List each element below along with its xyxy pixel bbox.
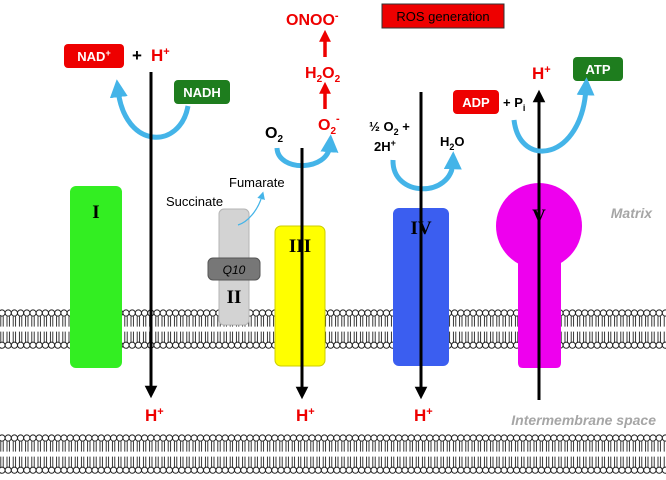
atp-label: ATP — [585, 62, 610, 77]
complex-iv-proton-out-label: H — [414, 406, 426, 425]
complex-v-proton-label: H — [532, 64, 544, 83]
complex-iv-reaction: ½ O2 + 2H+ H2O H+ — [369, 92, 465, 425]
phosphate-subscript: i — [523, 103, 526, 113]
water-subscript: 2 — [449, 142, 454, 152]
svg-text:O2-: O2- — [318, 113, 340, 137]
svg-text:H2O: H2O — [440, 134, 465, 152]
ros-generation-badge: ROS generation — [381, 3, 505, 29]
nad-plus-badge: NAD+ — [64, 44, 124, 68]
water-h: H — [440, 134, 449, 149]
two-protons-label: 2H — [374, 139, 391, 154]
h2o2-h: H — [305, 65, 317, 82]
svg-text:H+: H+ — [296, 406, 315, 425]
matrix-label: Matrix — [611, 205, 653, 221]
peroxynitrite-label: ONOO — [286, 12, 335, 29]
nadh-badge: NADH — [174, 80, 230, 104]
oxygen-label: O — [265, 125, 277, 142]
half-oxygen-prefix: ½ O — [369, 119, 394, 134]
nad-charge: + — [105, 48, 110, 58]
complex-i-curved-arrow — [109, 79, 191, 140]
complex-i-proton-label: H — [151, 46, 163, 65]
complex-iii: III — [274, 225, 326, 367]
complex-i-label: I — [92, 202, 99, 223]
half-oxygen-subscript: 2 — [394, 127, 399, 137]
water-o: O — [454, 134, 464, 149]
peroxynitrite-charge: - — [335, 10, 339, 22]
svg-text:2H+: 2H+ — [374, 138, 396, 154]
svg-text:+: + — [132, 46, 142, 65]
complex-iv-curved-arrow — [390, 151, 462, 192]
outer-membrane — [0, 434, 666, 474]
svg-text:H+: H+ — [532, 64, 551, 83]
complex-iii-reaction: O2 H+ O2- H2O2 ONOO- — [265, 10, 341, 425]
complex-iii-protein — [274, 225, 326, 367]
superoxide-charge: - — [336, 113, 340, 125]
complex-i: I — [70, 186, 122, 368]
phosphate-prefix: + P — [503, 95, 523, 110]
complex-i-plus-sign: + — [132, 46, 142, 65]
svg-text:H+: H+ — [151, 46, 170, 65]
complex-i-proton-out-charge: + — [157, 406, 163, 418]
complex-iii-proton-out-charge: + — [308, 406, 314, 418]
svg-text:H+: H+ — [414, 406, 433, 425]
svg-text:NAD+: NAD+ — [77, 48, 110, 64]
h2o2-o: O — [322, 65, 334, 82]
svg-text:H2O2: H2O2 — [305, 65, 341, 85]
complex-i-proton-out-label: H — [145, 406, 157, 425]
complex-ii-curved-arrow — [237, 191, 265, 226]
complex-i-proton-charge: + — [163, 46, 169, 58]
complex-v-reaction: H+ ADP + Pi ATP — [453, 57, 623, 400]
adp-label: ADP — [462, 95, 490, 110]
complex-iv-proton-out-charge: + — [426, 406, 432, 418]
complex-ii: Q10 II Succinate Fumarate — [166, 175, 285, 326]
complex-ii-label: II — [227, 287, 242, 308]
half-oxygen-suffix: + — [399, 119, 411, 134]
q10-label: Q10 — [223, 263, 246, 277]
h2o2-sub2: 2 — [335, 74, 341, 85]
svg-text:O2: O2 — [265, 125, 283, 145]
complex-v-proton-charge: + — [544, 64, 550, 76]
succinate-label: Succinate — [166, 194, 223, 209]
oxygen-subscript: 2 — [277, 134, 283, 145]
fumarate-label: Fumarate — [229, 175, 285, 190]
complex-i-reaction: NAD+ + H+ NADH H+ — [64, 44, 230, 425]
superoxide-label: O — [318, 117, 330, 134]
complex-iii-proton-out-label: H — [296, 406, 308, 425]
two-protons-charge: + — [391, 138, 396, 148]
complex-iii-label: III — [289, 236, 311, 257]
h2o2-sub1: 2 — [317, 74, 323, 85]
complex-i-protein — [70, 186, 122, 368]
complex-v-curved-arrow — [511, 77, 595, 154]
svg-text:½ O2 +: ½ O2 + — [369, 119, 410, 137]
adp-badge: ADP — [453, 90, 499, 114]
svg-text:ONOO-: ONOO- — [286, 10, 339, 29]
superoxide-subscript: 2 — [330, 126, 336, 137]
svg-text:H+: H+ — [145, 406, 164, 425]
nadh-label: NADH — [183, 85, 221, 100]
svg-text:+ Pi: + Pi — [503, 95, 525, 113]
nad-label: NAD — [77, 49, 105, 64]
intermembrane-space-label: Intermembrane space — [511, 412, 656, 428]
ros-generation-label: ROS generation — [396, 9, 489, 24]
q10-box — [207, 257, 261, 281]
atp-badge: ATP — [573, 57, 623, 81]
